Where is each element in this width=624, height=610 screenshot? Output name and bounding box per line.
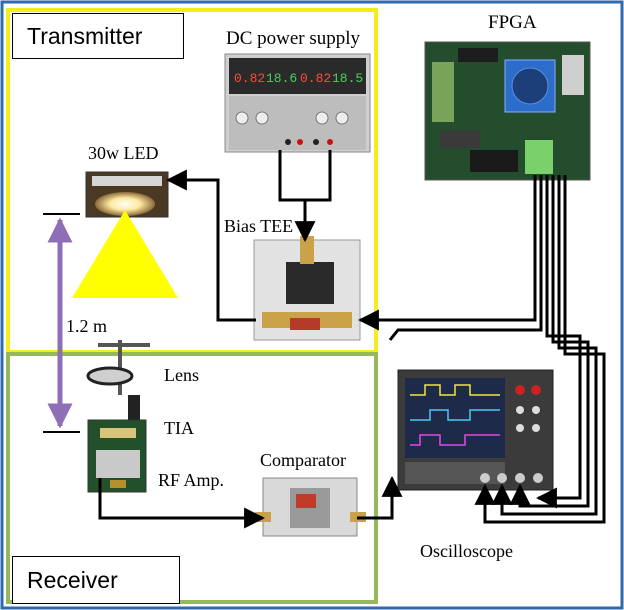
dc-power-supply-image: [224, 53, 371, 153]
lens-label: Lens: [164, 365, 199, 385]
led-label: 30w LED: [88, 143, 159, 163]
bias-to-led-arrow: [165, 169, 256, 322]
oscilloscope-label: Oscilloscope: [420, 541, 513, 561]
lens-holder-image: [86, 340, 150, 423]
fpga-label: FPGA: [488, 12, 537, 33]
connection-wires: [98, 150, 606, 529]
led-lamp-image: [85, 171, 169, 218]
led-light-beam: [72, 210, 178, 298]
bias-tee-image: [253, 236, 361, 341]
psu-readout-3: 0.82: [300, 71, 331, 86]
distance-label: 1.2 m: [66, 316, 108, 336]
rx-to-comparator-arrow: [98, 478, 266, 529]
fpga-to-bias-arrow: [357, 175, 537, 331]
rf-amp-label: RF Amp.: [158, 470, 225, 490]
psu-readout-1: 0.82: [234, 71, 265, 86]
psu-readout-4: 18.5: [332, 71, 363, 86]
tia-rf-amp-board-image: [87, 419, 147, 493]
bias-tee-label: Bias TEE: [224, 216, 294, 236]
dc-power-supply-label: DC power supply: [226, 28, 361, 49]
oscilloscope-image: [397, 369, 554, 491]
psu-readout-2: 18.6: [266, 71, 297, 86]
comparator-image: [255, 477, 366, 537]
fpga-board-image: [424, 41, 591, 181]
transmitter-label: Transmitter: [12, 13, 184, 59]
comparator-to-scope-arrow: [357, 475, 403, 520]
tia-label: TIA: [164, 418, 194, 438]
receiver-label: Receiver: [12, 556, 180, 604]
comparator-label: Comparator: [260, 450, 346, 470]
receiver-border: [6, 352, 378, 604]
